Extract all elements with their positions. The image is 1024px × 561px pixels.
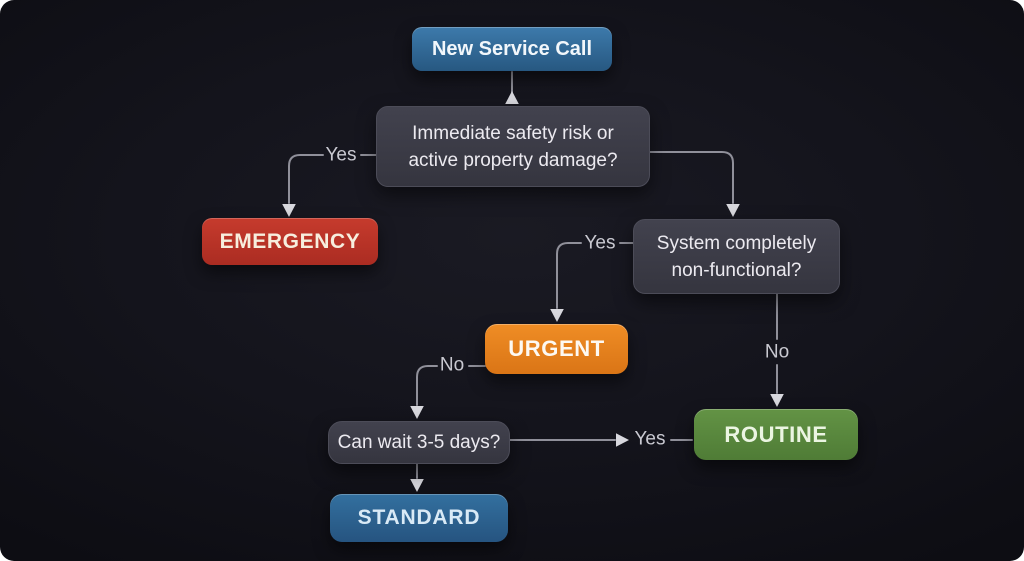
arrowhead-wait-yes <box>616 433 629 447</box>
question-line-1: Immediate safety risk or <box>412 122 614 144</box>
edge-label-safety-yes: Yes <box>325 144 357 166</box>
arrowhead-wait <box>410 406 424 419</box>
edge-label-urgent-no: No <box>439 354 465 376</box>
arrowhead-urgent <box>550 309 564 322</box>
arrowhead-system <box>726 204 740 217</box>
question-line-1: System completely <box>656 232 817 254</box>
node-label: EMERGENCY <box>219 229 361 253</box>
edge-label-system-yes: Yes <box>584 232 616 254</box>
node-question-safety-risk: Immediate safety risk or active property… <box>376 106 650 187</box>
arrowhead-standard <box>410 479 424 492</box>
node-label: URGENT <box>508 336 605 361</box>
node-routine: ROUTINE <box>694 409 858 460</box>
arrowhead-up-start <box>505 91 519 104</box>
arrowhead-routine <box>770 394 784 407</box>
node-label: New Service Call <box>431 37 593 60</box>
node-standard: STANDARD <box>330 494 508 542</box>
edge-safety-system <box>647 151 734 204</box>
node-question-can-wait: Can wait 3-5 days? <box>328 421 510 464</box>
node-emergency: EMERGENCY <box>202 218 378 265</box>
node-label: ROUTINE <box>724 421 828 447</box>
node-label: Can wait 3-5 days? <box>337 432 501 453</box>
edge-label-wait-yes: Yes <box>634 428 666 450</box>
question-line-2: active property damage? <box>408 149 618 171</box>
edge-label-system-no: No <box>764 341 790 363</box>
node-urgent: URGENT <box>485 324 628 374</box>
node-label: STANDARD <box>357 506 481 529</box>
node-new-service-call: New Service Call <box>412 27 612 71</box>
arrowhead-emergency <box>282 204 296 217</box>
node-question-system-nonfunctional: System completely non-functional? <box>633 219 840 294</box>
question-line-2: non-functional? <box>671 259 802 281</box>
